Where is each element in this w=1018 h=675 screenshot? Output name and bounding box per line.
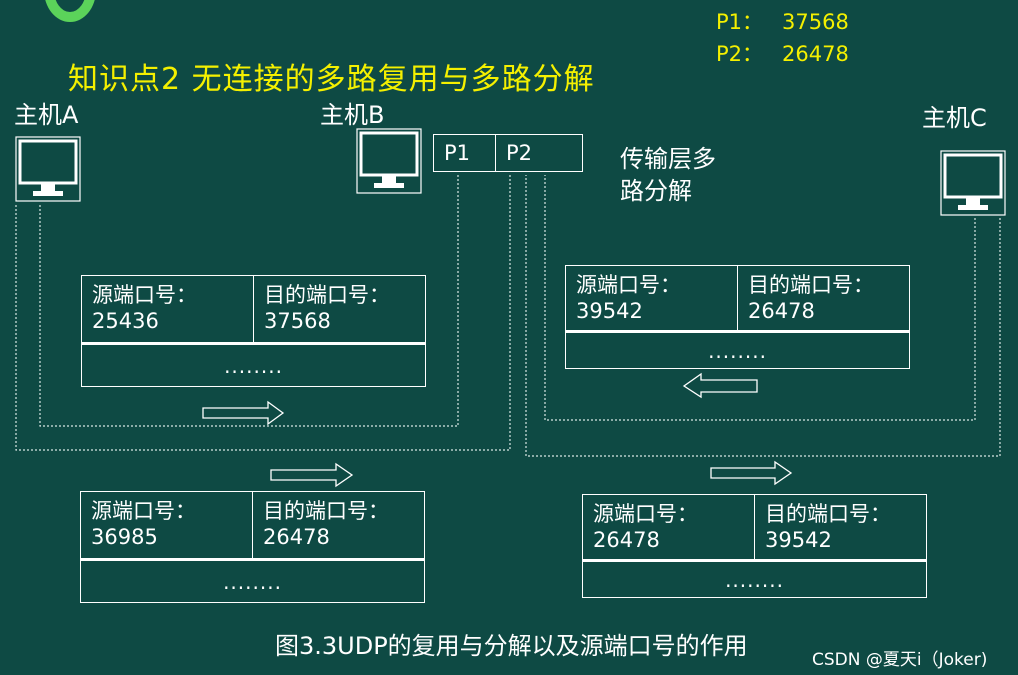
segment-data: ........ bbox=[223, 569, 282, 594]
udp-segment-3: 源端口号： 39542 目的端口号： 26478 ........ bbox=[565, 265, 910, 369]
field-label: 目的端口号： bbox=[748, 273, 874, 297]
field-label: 源端口号： bbox=[576, 273, 681, 297]
demux-note-line2: 路分解 bbox=[620, 177, 692, 205]
segment-data: ........ bbox=[224, 353, 283, 378]
host-b-label: 主机B bbox=[320, 101, 385, 129]
segment-dest-port: 目的端口号： 26478 bbox=[737, 266, 909, 330]
segment-dest-port: 目的端口号： 37568 bbox=[253, 276, 425, 342]
port-p2: P2 bbox=[506, 141, 533, 165]
field-label: 目的端口号： bbox=[264, 283, 390, 307]
field-label: 源端口号： bbox=[91, 499, 196, 523]
computer-icon-host-a bbox=[15, 136, 81, 202]
arrow-right-2 bbox=[270, 462, 354, 488]
segment-source-port: 源端口号： 26478 bbox=[583, 495, 754, 559]
segment-data: ........ bbox=[725, 567, 784, 592]
host-a-label: 主机A bbox=[14, 101, 79, 129]
segment-source-port: 源端口号： 39542 bbox=[566, 266, 737, 330]
segment-data: ........ bbox=[708, 338, 767, 363]
udp-segment-4: 源端口号： 26478 目的端口号： 39542 ........ bbox=[582, 494, 927, 598]
field-value: 39542 bbox=[765, 528, 832, 552]
arrow-right-3 bbox=[710, 460, 793, 486]
figure-caption: 图3.3UDP的复用与分解以及源端口号的作用 bbox=[275, 632, 748, 660]
path-hosta-outer bbox=[15, 175, 511, 451]
segment-dest-port: 目的端口号： 39542 bbox=[754, 495, 926, 559]
computer-icon-host-b bbox=[356, 128, 422, 194]
page-title: 知识点2 无连接的多路复用与多路分解 bbox=[68, 62, 595, 97]
legend-row-p2: P2： 26478 bbox=[716, 38, 849, 68]
arrow-right-1 bbox=[202, 400, 285, 426]
path-hosta-inner bbox=[39, 175, 459, 427]
legend-value-p2: 26478 bbox=[782, 42, 849, 66]
socket-ports: P1 P2 bbox=[433, 134, 583, 172]
legend-value-p1: 37568 bbox=[782, 10, 849, 34]
field-value: 37568 bbox=[264, 309, 331, 333]
udp-segment-1: 源端口号： 25436 目的端口号： 37568 ........ bbox=[81, 275, 426, 387]
segment-dest-port: 目的端口号： 26478 bbox=[252, 492, 424, 558]
segment-source-port: 源端口号： 25436 bbox=[82, 276, 253, 342]
udp-segment-2: 源端口号： 36985 目的端口号： 26478 ........ bbox=[80, 491, 425, 603]
field-value: 25436 bbox=[92, 309, 159, 333]
legend-row-p1: P1： 37568 bbox=[716, 6, 849, 36]
demux-note-line1: 传输层多 bbox=[620, 145, 716, 173]
field-value: 26478 bbox=[593, 528, 660, 552]
field-label: 目的端口号： bbox=[263, 499, 389, 523]
segment-source-port: 源端口号： 36985 bbox=[81, 492, 252, 558]
watermark: CSDN @夏天i（Joker) bbox=[812, 650, 988, 670]
legend-key-p1: P1： bbox=[716, 10, 764, 34]
path-hostc-outer bbox=[525, 175, 1001, 457]
computer-icon-host-c bbox=[940, 150, 1006, 216]
field-label: 目的端口号： bbox=[765, 502, 891, 526]
demux-note: 传输层多 路分解 bbox=[620, 143, 716, 207]
field-value: 36985 bbox=[91, 525, 158, 549]
port-p1: P1 bbox=[434, 135, 496, 171]
legend-key-p2: P2： bbox=[716, 42, 764, 66]
field-value: 39542 bbox=[576, 299, 643, 323]
host-c-label: 主机C bbox=[922, 104, 987, 132]
field-label: 源端口号： bbox=[593, 502, 698, 526]
field-label: 源端口号： bbox=[92, 283, 197, 307]
arrow-left-1 bbox=[682, 372, 758, 399]
field-value: 26478 bbox=[748, 299, 815, 323]
path-hostc-inner bbox=[544, 175, 976, 421]
field-value: 26478 bbox=[263, 525, 330, 549]
